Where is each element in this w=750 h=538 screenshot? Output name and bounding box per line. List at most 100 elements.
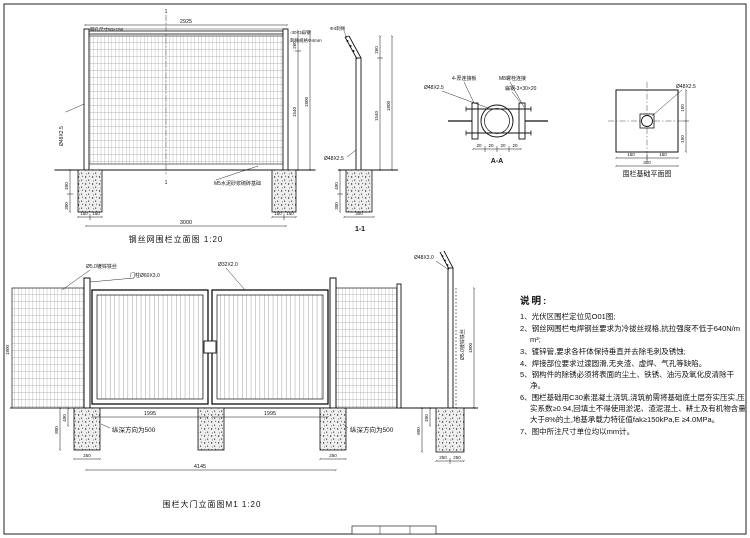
gate-post-label: 门柱Ø60X3.0 xyxy=(130,272,160,279)
dim-150: 150 xyxy=(80,211,88,216)
caption-fence-elevation: 钢丝网围栏立面图 1:20 xyxy=(129,234,224,244)
note-item: 3、镀锌管,要求各杆体保持垂直并去除毛刺及锈蚀; xyxy=(520,346,686,356)
notes-header: 说明: xyxy=(520,296,549,307)
foundation-block-right xyxy=(271,169,297,213)
mesh-panel-right xyxy=(335,287,399,409)
clamp-plate-left xyxy=(471,102,479,140)
note-item: 7、图中所注尺寸单位均以mm计。 xyxy=(520,426,635,436)
dim-260: 260 xyxy=(374,46,379,54)
dim-150: 150 xyxy=(680,104,685,112)
title-block xyxy=(351,525,437,535)
plate-label: 4-厚连接板 xyxy=(452,75,476,82)
barb-wire-dot xyxy=(352,50,355,52)
dim-150: 150 xyxy=(274,211,282,216)
dim-1540: 1540 xyxy=(374,110,379,121)
dim-300: 300 xyxy=(64,202,69,210)
foundation-block xyxy=(197,407,225,451)
dim-150: 150 xyxy=(659,152,667,157)
detail-post-label: Ø48X3.0 xyxy=(414,255,434,261)
dim-3000: 3000 xyxy=(180,220,192,226)
dim-20: 20 xyxy=(500,143,506,148)
mesh-size-label: 网孔尺寸50×150 xyxy=(90,26,124,33)
dim-base-300: 300 xyxy=(355,211,363,216)
barb-label: Φ4刺绳 xyxy=(330,25,346,32)
mesh-panel-left xyxy=(11,287,85,409)
barb-wire-label: 刺绳规格Φ4mm xyxy=(290,37,322,44)
dim-1800-left: 1800 xyxy=(5,344,10,355)
dim-1800: 1800 xyxy=(468,342,473,353)
detail-mesh-wire-label: Ø5.0镀锌铁丝 xyxy=(459,329,466,360)
view-fence-elevation: 1 1 2925 网孔尺寸50×150 -30×3扁钢 刺绳规格Φ4mm 260… xyxy=(54,9,322,244)
dim-400: 400 xyxy=(62,414,67,422)
dim-150: 150 xyxy=(680,135,685,143)
dim-150: 150 xyxy=(627,152,635,157)
foundation-block-left xyxy=(77,169,103,213)
view-foundation-plan: Ø48X2.5 150 150 300 150 150 围栏基础平面图 xyxy=(608,82,696,178)
dim-400: 400 xyxy=(64,182,69,190)
foundation-note: M5水泥砂浆砌砖基础 xyxy=(214,180,261,187)
view-gate-elevation: 纵深方向为500 纵深方向为500 1995 1995 250 250 250 … xyxy=(5,250,478,509)
dim-260: 260 xyxy=(292,41,297,49)
dim-800: 800 xyxy=(54,426,59,434)
barb-wire-dot xyxy=(349,45,352,47)
post xyxy=(355,57,362,171)
notes-panel: 说明: 1、光伏区围栏定位见O01图; 2、钢丝网围栏电焊钢丝要求为冷拔丝规格,… xyxy=(520,293,746,439)
door-frame-label: Ø32X2.0 xyxy=(218,262,238,268)
dim-800: 800 xyxy=(416,427,421,435)
flat-steel-label: -30×3扁钢 xyxy=(290,29,311,36)
pipe-outer xyxy=(480,104,514,138)
flat-steel-label: 扁钢-3×30×20 xyxy=(505,85,537,92)
caption-foundation-plan: 围栏基础平面图 xyxy=(623,169,672,178)
caption-a-a: A-A xyxy=(491,158,503,165)
gate-post-left xyxy=(83,277,91,409)
fence-post-right xyxy=(282,28,289,171)
dim-1540: 1540 xyxy=(292,106,297,117)
view-section-1-1: Φ4刺绳 Ø48X2.5 260 1540 1800 400 300 300 1… xyxy=(324,25,398,233)
pipe-label: Ø48X2.5 xyxy=(676,84,696,90)
dim-1800: 1800 xyxy=(386,100,391,111)
dim-250: 250 xyxy=(329,453,337,458)
pipe-section xyxy=(641,115,653,127)
mesh-wire-label: Ø5.0镀锌铁丝 xyxy=(86,263,117,270)
gate-lock xyxy=(203,340,217,354)
dim-400: 400 xyxy=(424,414,429,422)
note-item: 1、光伏区围栏定位见O01图; xyxy=(520,312,616,321)
pipe-inner xyxy=(484,108,510,134)
dim-250: 250 xyxy=(453,455,461,460)
depth-note: 纵深方向为500 xyxy=(112,425,156,434)
caption-gate-elevation: 围栏大门立面图M1 1:20 xyxy=(163,499,262,509)
foundation-block xyxy=(73,407,101,451)
dim-150: 150 xyxy=(286,211,294,216)
dim-400: 400 xyxy=(334,182,339,190)
note-item: 2、钢丝网围栏电焊钢丝要求为冷拔丝规格,抗拉强度不低于640N/mm²; xyxy=(520,323,741,344)
section-marker-bottom: 1 xyxy=(165,180,168,186)
dim-300: 300 xyxy=(643,160,651,165)
dim-300: 300 xyxy=(334,202,339,210)
end-post xyxy=(396,283,402,409)
detail-post xyxy=(447,267,454,409)
depth-note: 纵深方向为500 xyxy=(350,425,394,434)
view-section-a-a: Ø48X2.5 4-厚连接板 M8螺栓连接 扁钢-3×30×20 20 20 2… xyxy=(424,75,548,165)
dim-2925: 2925 xyxy=(180,19,192,25)
note-item: 5、钢构件的除锈必须将表面的尘土、铁锈、油污及氧化皮清除干净。 xyxy=(520,370,735,391)
dim-250: 250 xyxy=(83,453,91,458)
note-item: 6、围栏基础用C30素混凝土浇筑,浇筑前需将基础底土层夯实压实,压实系数≥0.9… xyxy=(520,393,746,424)
pipe-label: Ø48X2.5 xyxy=(424,85,444,91)
dim-250: 250 xyxy=(439,455,447,460)
post-size-label: Ø48X2.5 xyxy=(324,156,344,162)
foundation-block xyxy=(345,169,373,213)
section-marker-top: 1 xyxy=(165,9,168,15)
dim-1995: 1995 xyxy=(264,411,276,417)
dim-20: 20 xyxy=(488,143,494,148)
barb-wire-dot xyxy=(346,40,349,42)
note-item: 4、焊接部位要求过渡圆滑,无夹渣、虚焊、气孔等缺陷。 xyxy=(520,358,707,368)
dim-150: 150 xyxy=(92,211,100,216)
gate-post-right xyxy=(329,277,337,409)
foundation-block xyxy=(319,407,347,451)
dim-1995: 1995 xyxy=(144,411,156,417)
bolt-label: M8螺栓连接 xyxy=(499,75,526,82)
clamp-plate-right xyxy=(518,102,526,140)
post-sleeve xyxy=(639,113,655,129)
